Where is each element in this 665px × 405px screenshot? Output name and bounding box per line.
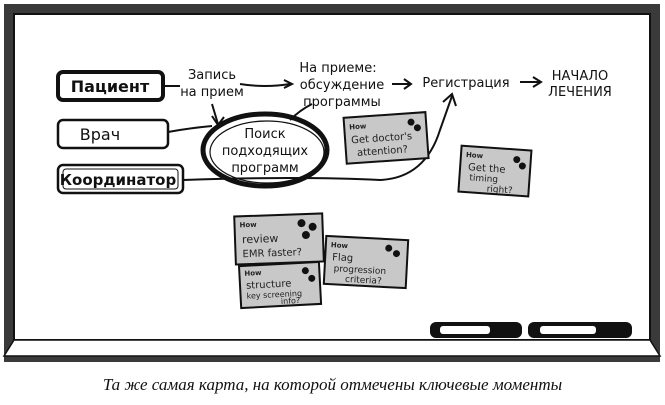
note-timing: How Get the timing right?: [457, 144, 533, 198]
role-patient-label: Пациент: [71, 77, 150, 96]
marker-icon: [430, 322, 522, 338]
svg-text:обсуждение: обсуждение: [300, 78, 384, 93]
svg-text:How: How: [244, 269, 262, 278]
svg-text:key screening: key screening: [246, 289, 302, 301]
svg-text:Поиск: Поиск: [244, 127, 285, 142]
svg-text:НАЧАЛО: НАЧАЛО: [552, 69, 608, 84]
svg-text:Get the: Get the: [468, 162, 506, 176]
svg-text:программ: программ: [231, 161, 298, 176]
note-flag-progression: How Flag progression criteria?: [322, 234, 410, 290]
role-coordinator-box: Координатор: [56, 163, 185, 195]
svg-text:Get doctor's: Get doctor's: [351, 131, 413, 146]
svg-text:review: review: [242, 232, 279, 246]
step-search-programs: Поиск подходящих программ: [200, 111, 330, 189]
svg-text:ЛЕЧЕНИЯ: ЛЕЧЕНИЯ: [548, 85, 612, 100]
svg-text:на прием: на прием: [180, 85, 244, 100]
figure-caption: Та же самая карта, на которой отмечены к…: [102, 375, 563, 394]
svg-text:How: How: [239, 221, 257, 230]
role-coordinator-label: Координатор: [60, 171, 177, 189]
step-treatment-start: НАЧАЛО ЛЕЧЕНИЯ: [548, 69, 612, 100]
role-doctor-box: Врач: [56, 118, 170, 150]
note-review-emr: How review EMR faster?: [233, 212, 325, 266]
step-registration: Регистрация: [422, 76, 509, 91]
svg-text:timing: timing: [469, 173, 498, 185]
svg-text:How: How: [349, 122, 367, 131]
svg-text:right?: right?: [486, 185, 513, 197]
svg-text:structure: structure: [246, 278, 292, 291]
step-signup: Запись на прием: [180, 68, 244, 100]
svg-text:программы: программы: [303, 95, 381, 110]
marker-icon: [528, 322, 632, 338]
svg-text:How: How: [466, 151, 484, 160]
svg-text:подходящих: подходящих: [222, 144, 309, 159]
role-doctor-label: Врач: [80, 125, 120, 144]
svg-text:EMR faster?: EMR faster?: [242, 247, 302, 260]
svg-text:info?: info?: [281, 296, 301, 306]
whiteboard: Пациент Врач Координатор Запись на прием…: [2, 4, 662, 362]
svg-text:progression: progression: [333, 264, 386, 277]
note-structure-info: How structure key screening info?: [237, 260, 323, 310]
svg-text:На приеме:: На приеме:: [299, 61, 376, 76]
marker-tray: [2, 339, 662, 357]
svg-text:How: How: [331, 241, 349, 250]
svg-text:Запись: Запись: [188, 68, 236, 83]
svg-text:attention?: attention?: [357, 144, 409, 159]
svg-text:criteria?: criteria?: [345, 275, 382, 287]
step-visit: На приеме: обсуждение программы: [299, 61, 384, 110]
role-patient-box: Пациент: [56, 70, 165, 102]
note-doctor-attention: How Get doctor's attention?: [342, 111, 430, 165]
svg-text:Flag: Flag: [332, 252, 354, 264]
